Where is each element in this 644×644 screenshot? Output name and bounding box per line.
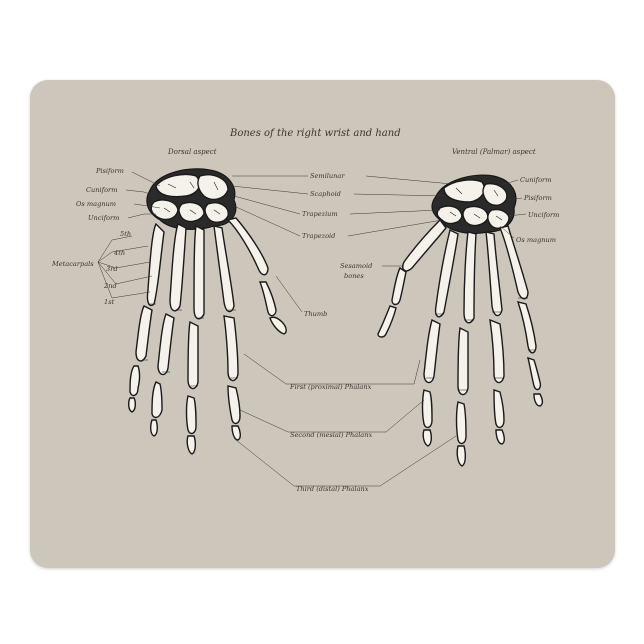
label-trapezium: Trapezium: [302, 210, 338, 218]
left-finger-5: [127, 222, 165, 413]
label-metacarpals: Metacarpals: [51, 260, 94, 268]
label-unciform-left: Unciform: [88, 214, 119, 222]
label-metacarpal-2: 2nd: [103, 282, 117, 290]
label-thumb: Thumb: [304, 310, 327, 318]
left-hand-dorsal: [127, 168, 287, 455]
left-finger-2: [213, 225, 241, 441]
label-semilunar: Semilunar: [310, 172, 345, 180]
label-metacarpal-3: 3rd: [106, 265, 118, 273]
label-second-phalanx: Second (mesial) Phalanx: [290, 431, 372, 439]
label-third-phalanx: Third (distal) Phalanx: [296, 485, 369, 493]
label-os-magnum-right: Os magnum: [516, 236, 556, 244]
right-carpal-bones: [431, 174, 517, 234]
left-finger-3: [185, 224, 205, 455]
right-finger-5: [499, 225, 543, 407]
mousepad-surface: [30, 80, 615, 568]
label-sesamoid: Sesamoid: [340, 262, 372, 270]
left-carpal-bones: [146, 168, 237, 230]
text-labels: Bones of the right wrist and hand Dorsal…: [51, 128, 559, 493]
label-cuniform-left: Cuniform: [86, 186, 117, 194]
left-thumb: [226, 217, 287, 335]
left-finger-4: [149, 223, 187, 437]
right-hand-palmar: [377, 174, 543, 467]
label-dorsal-aspect: Dorsal aspect: [167, 148, 217, 156]
diagram-title: Bones of the right wrist and hand: [229, 128, 401, 139]
right-finger-2: [421, 228, 459, 447]
label-metacarpal-4: 4th: [113, 249, 125, 257]
label-first-phalanx: First (proximal) Phalanx: [289, 383, 372, 391]
right-finger-4: [485, 231, 505, 445]
label-metacarpal-5: 5th: [120, 230, 131, 238]
label-sesamoid-bones: bones: [344, 272, 364, 280]
leader-lines: [97, 171, 527, 487]
label-trapezoid: Trapezoid: [302, 232, 335, 240]
label-pisiform-right: Pisiform: [523, 194, 552, 202]
label-ventral-aspect: Ventral (Palmar) aspect: [452, 148, 536, 156]
label-pisiform-left: Pisiform: [95, 167, 124, 175]
label-cuniform-right: Cuniform: [520, 176, 551, 184]
right-thumb: [377, 218, 447, 338]
label-unciform-right: Unciform: [528, 211, 559, 219]
label-scaphoid: Scaphoid: [310, 190, 341, 198]
label-os-magnum-left: Os magnum: [76, 200, 116, 208]
right-finger-3: [455, 231, 477, 467]
label-metacarpal-1: 1st: [104, 298, 115, 306]
